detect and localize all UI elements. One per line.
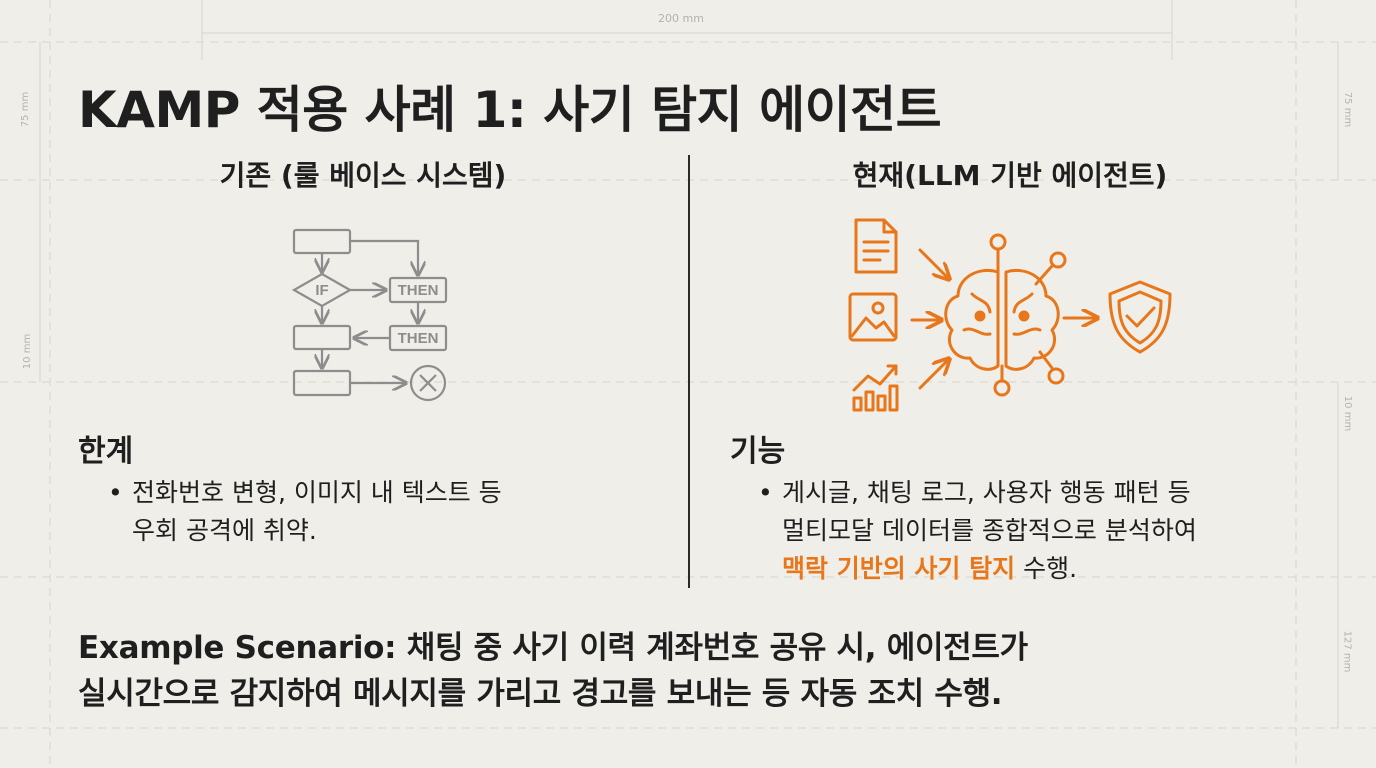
page-title: KAMP 적용 사례 1: 사기 탐지 에이전트 [78,81,942,139]
bullet-dot: • [108,478,123,507]
chart-icon [852,364,899,412]
dimension-left-top: 75 mm [20,91,32,128]
document-icon [854,218,898,274]
highlight-text: 맥락 기반의 사기 탐지 [782,554,1016,583]
flow-box-end [292,369,352,397]
flow-then-label-1: THEN [398,282,439,299]
rule-flowchart: IF THEN THEN [291,228,448,402]
flow-then-label-2: THEN [398,330,439,347]
flow-box-mid [292,324,352,351]
dimension-left-mid: 10 mm [22,333,34,370]
dimension-right-top: 75 mm [1342,91,1354,128]
left-bullet-line-2: 우회 공격에 취약. [132,516,317,545]
left-bullet-line-1: 전화번호 변형, 이미지 내 텍스트 등 [132,478,502,507]
right-column-heading: 현재(LLM 기반 에이전트) [852,159,1168,192]
dimension-top: 200 mm [658,12,704,25]
dimension-right-mid: 10 mm [1342,395,1354,432]
left-bullet: • 전화번호 변형, 이미지 내 텍스트 등 우회 공격에 취약. [108,474,502,550]
example-scenario: Example Scenario: 채팅 중 사기 이력 계좌번호 공유 시, … [78,625,1028,717]
scenario-line-1: Example Scenario: 채팅 중 사기 이력 계좌번호 공유 시, … [78,630,1028,666]
scenario-line-2: 실시간으로 감지하여 메시지를 가리고 경고를 보내는 등 자동 조치 수행. [78,676,1003,712]
flow-if-label: IF [315,282,328,299]
image-icon [848,292,898,342]
dimension-right-bottom: 127 mm [1341,630,1353,673]
brain-network-icon [944,233,1067,397]
right-bullet-tail: 수행. [1015,554,1078,583]
right-bullet-line-2: 멀티모달 데이터를 종합적으로 분석하여 [782,516,1197,545]
close-circle-icon [409,364,447,402]
shield-check-icon [1108,280,1172,354]
right-bullet: • 게시글, 채팅 로그, 사용자 행동 패턴 등 멀티모달 데이터를 종합적으… [758,474,1197,588]
right-section-title: 기능 [730,434,786,469]
flow-box-start [292,228,352,255]
bullet-dot: • [758,478,773,507]
right-bullet-line-1: 게시글, 채팅 로그, 사용자 행동 패턴 등 [782,478,1191,507]
llm-agent-illustration [848,218,1172,412]
left-column-heading: 기존 (룰 베이스 시스템) [219,159,507,192]
right-bullet-line-3: 맥락 기반의 사기 탐지 수행. [782,550,1197,588]
column-divider [688,155,690,588]
left-section-title: 한계 [78,434,134,469]
